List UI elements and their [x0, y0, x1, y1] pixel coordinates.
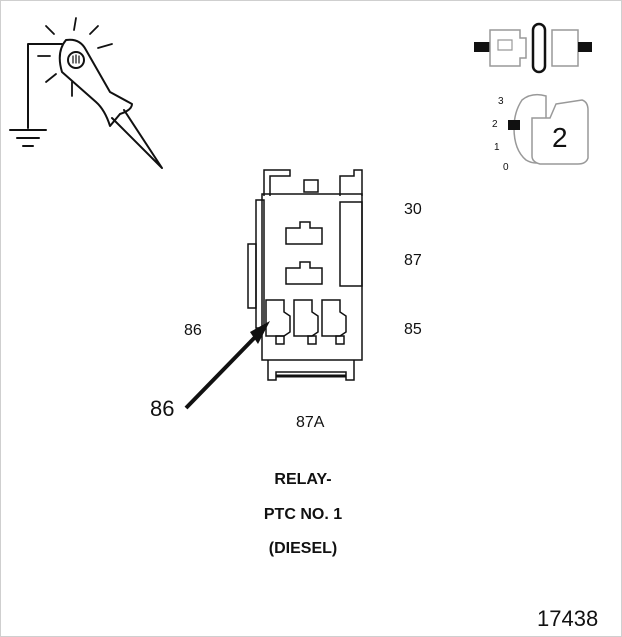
key-selected-position: 2 [552, 122, 568, 153]
pin-label-86: 86 [184, 322, 202, 339]
key-position-2: 2 [492, 119, 498, 130]
test-light-icon [9, 17, 163, 169]
caption-line-1: RELAY- [274, 471, 332, 488]
pin-label-85: 85 [404, 321, 422, 338]
pin-label-87: 87 [404, 252, 422, 269]
pin-label-87a: 87A [296, 414, 325, 431]
key-position-1: 1 [494, 142, 500, 153]
connector-icon [474, 22, 592, 74]
caption-line-2: PTC NO. 1 [263, 506, 343, 523]
key-position-0: 0 [503, 162, 509, 173]
pointer-arrow-icon [184, 321, 270, 410]
key-position-3: 3 [498, 96, 504, 107]
caption-line-3: (DIESEL) [268, 540, 338, 557]
pointer-label: 86 [150, 396, 175, 421]
ground-icon [9, 129, 47, 147]
ignition-key-icon [508, 93, 589, 165]
pin-label-30: 30 [404, 201, 422, 218]
figure-number: 17438 [537, 606, 599, 631]
relay-icon [247, 169, 363, 381]
